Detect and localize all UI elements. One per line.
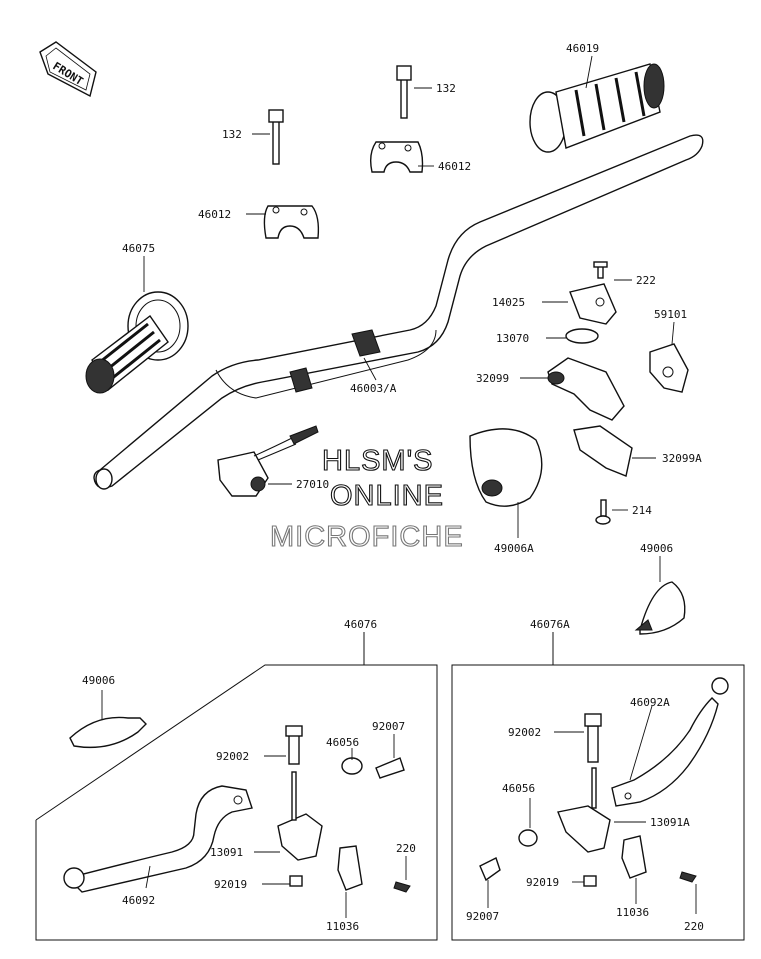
- watermark-line-2: ONLINE: [330, 480, 444, 512]
- label-46056-right: 46056: [502, 782, 535, 795]
- throttle-case-lower: [573, 425, 633, 477]
- switch-27010: [217, 425, 319, 497]
- label-92019-right: 92019: [526, 876, 559, 889]
- clamp-left: [263, 109, 320, 239]
- right-grip: [529, 63, 665, 153]
- clamp-right: [369, 65, 424, 173]
- handlebar: [93, 134, 704, 490]
- label-11036-right: 11036: [616, 906, 649, 919]
- label-214: 214: [632, 504, 652, 517]
- lever-holder-13091: [277, 725, 411, 893]
- label-46076A: 46076A: [530, 618, 570, 631]
- label-92002-left: 92002: [216, 750, 249, 763]
- left-grip: [85, 291, 189, 394]
- label-46076: 46076: [344, 618, 377, 631]
- switch-59101: [649, 343, 689, 393]
- label-59101: 59101: [654, 308, 687, 321]
- label-49006A: 49006A: [494, 542, 534, 555]
- label-46092A: 46092A: [630, 696, 670, 709]
- throttle-housing-49006A: [469, 428, 543, 507]
- label-27010: 27010: [296, 478, 329, 491]
- label-46056-left: 46056: [326, 736, 359, 749]
- label-46012-left: 46012: [198, 208, 231, 221]
- label-14025: 14025: [492, 296, 525, 309]
- label-46012-right: 46012: [438, 160, 471, 173]
- right-lever-box: [451, 632, 745, 941]
- label-13091A: 13091A: [650, 816, 690, 829]
- lever-holder-13091A: [479, 713, 697, 887]
- brake-lever: [611, 677, 729, 807]
- cover-49006-right: [634, 581, 686, 635]
- label-132-left: 132: [222, 128, 242, 141]
- label-32099A: 32099A: [662, 452, 702, 465]
- label-13070: 13070: [496, 332, 529, 345]
- label-132-right: 132: [436, 82, 456, 95]
- left-lever-box: [35, 632, 438, 941]
- label-92019-left: 92019: [214, 878, 247, 891]
- watermark-line-3: MICROFICHE: [270, 521, 464, 553]
- label-49006-right: 49006: [640, 542, 673, 555]
- label-220-right: 220: [684, 920, 704, 933]
- label-222: 222: [636, 274, 656, 287]
- throttle-cover: [569, 261, 617, 325]
- label-92007-left: 92007: [372, 720, 405, 733]
- label-46003-A: 46003/A: [350, 382, 397, 395]
- label-92007-right: 92007: [466, 910, 499, 923]
- watermark-line-1: HLSM'S: [322, 445, 433, 477]
- label-32099: 32099: [476, 372, 509, 385]
- front-arrow-icon: FRONT: [39, 41, 97, 98]
- clutch-lever: [63, 785, 253, 893]
- label-220-left: 220: [396, 842, 416, 855]
- screw-214: [595, 499, 611, 525]
- label-92002-right: 92002: [508, 726, 541, 739]
- label-46019: 46019: [566, 42, 599, 55]
- cover-49006-left: [69, 716, 147, 749]
- label-13091: 13091: [210, 846, 243, 859]
- label-11036-left: 11036: [326, 920, 359, 933]
- throttle-pulley: [565, 328, 599, 344]
- label-46092: 46092: [122, 894, 155, 907]
- throttle-case-upper: [547, 357, 625, 421]
- label-46075: 46075: [122, 242, 155, 255]
- leader-lines: [101, 55, 697, 918]
- label-49006-left: 49006: [82, 674, 115, 687]
